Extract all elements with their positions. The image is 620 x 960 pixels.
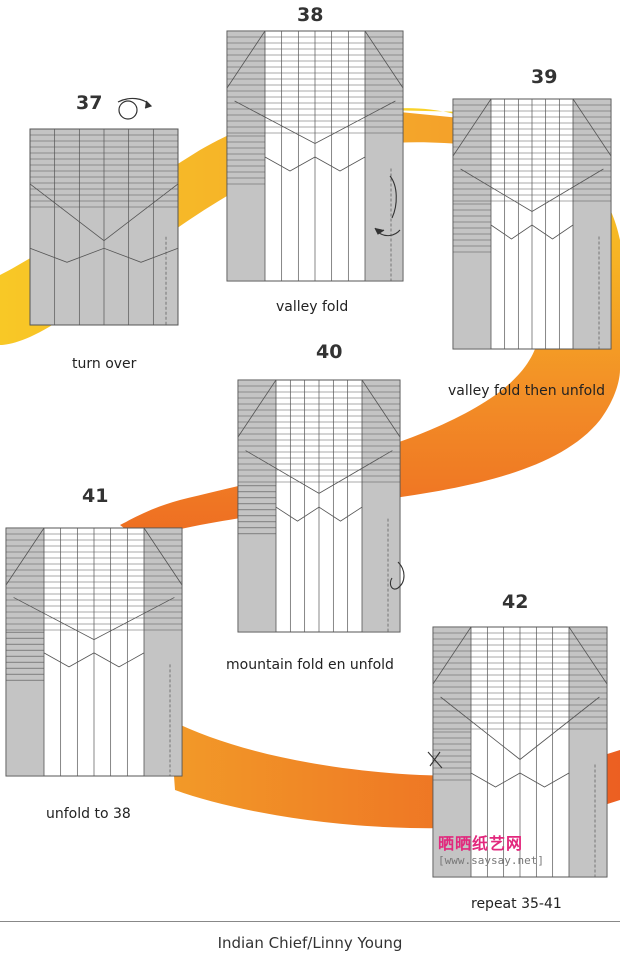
step-39-diagram <box>452 98 612 350</box>
step-41-number: 41 <box>82 485 109 507</box>
step-40-number: 40 <box>316 341 343 363</box>
step-38-number: 38 <box>297 4 324 26</box>
valley-fold-arrow-icon <box>374 175 401 237</box>
step-42-diagram <box>432 626 608 878</box>
step-39-caption: valley fold then unfold <box>448 383 606 399</box>
step-42-number: 42 <box>502 591 529 613</box>
mountain-fold-arrow-icon <box>389 561 405 590</box>
step-42-caption: repeat 35-41 <box>471 896 562 912</box>
step-39-number: 39 <box>531 66 558 88</box>
watermark-url: [www.saysay.net] <box>438 854 544 867</box>
step-38-caption: valley fold <box>276 299 349 315</box>
watermark: 晒晒纸艺网 [www.saysay.net] <box>438 830 544 867</box>
step-40-diagram <box>237 379 401 633</box>
footer-credit: Indian Chief/Linny Young <box>217 934 403 952</box>
step-37-number: 37 <box>76 92 103 114</box>
step-38-diagram <box>226 30 404 282</box>
step-37-diagram <box>29 128 179 326</box>
watermark-logo-text: 晒晒纸艺网 <box>438 834 524 853</box>
repeat-mark-icon <box>427 751 443 769</box>
step-37-caption: turn over <box>72 356 137 372</box>
step-40-caption: mountain fold en unfold <box>226 657 394 673</box>
step-41-diagram <box>5 527 183 777</box>
turn-over-arrow-icon <box>117 97 153 120</box>
fold-step-diagrams <box>5 30 612 878</box>
footer-divider <box>0 921 620 922</box>
step-41-caption: unfold to 38 <box>46 806 131 822</box>
